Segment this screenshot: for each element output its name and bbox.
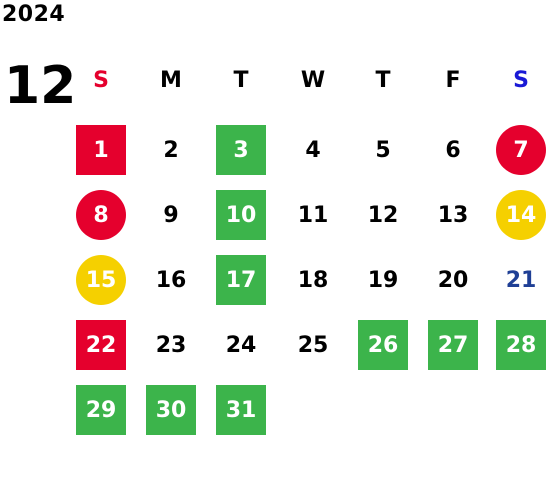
day-cell-19[interactable]: 19 (367, 267, 399, 293)
day-cell-3[interactable]: 3 (216, 125, 266, 175)
day-cell-17[interactable]: 17 (216, 255, 266, 305)
day-cell-30[interactable]: 30 (146, 385, 196, 435)
day-cell-8[interactable]: 8 (76, 190, 126, 240)
weekday-saturday: S (513, 68, 529, 93)
weekday-thursday: T (375, 68, 391, 93)
day-cell-13[interactable]: 13 (437, 202, 469, 228)
day-cell-24[interactable]: 24 (225, 332, 257, 358)
day-cell-26[interactable]: 26 (358, 320, 408, 370)
weekday-monday: M (160, 68, 182, 93)
weekday-friday: F (445, 68, 461, 93)
weekday-wednesday: W (300, 68, 326, 93)
day-cell-4[interactable]: 4 (305, 137, 321, 163)
day-cell-25[interactable]: 25 (297, 332, 329, 358)
weekday-tuesday: T (233, 68, 249, 93)
day-cell-27[interactable]: 27 (428, 320, 478, 370)
weekday-sunday: S (93, 68, 109, 93)
day-cell-31[interactable]: 31 (216, 385, 266, 435)
day-cell-21[interactable]: 21 (505, 267, 537, 293)
day-cell-9[interactable]: 9 (163, 202, 179, 228)
day-cell-5[interactable]: 5 (375, 137, 391, 163)
month-number: 12 (4, 56, 77, 116)
day-cell-14[interactable]: 14 (496, 190, 546, 240)
day-cell-22[interactable]: 22 (76, 320, 126, 370)
day-cell-23[interactable]: 23 (155, 332, 187, 358)
day-cell-1[interactable]: 1 (76, 125, 126, 175)
day-cell-20[interactable]: 20 (437, 267, 469, 293)
day-cell-29[interactable]: 29 (76, 385, 126, 435)
day-cell-2[interactable]: 2 (163, 137, 179, 163)
day-cell-18[interactable]: 18 (297, 267, 329, 293)
year-label: 2024 (2, 2, 66, 27)
day-cell-12[interactable]: 12 (367, 202, 399, 228)
day-cell-16[interactable]: 16 (155, 267, 187, 293)
day-cell-11[interactable]: 11 (297, 202, 329, 228)
day-cell-28[interactable]: 28 (496, 320, 546, 370)
day-cell-10[interactable]: 10 (216, 190, 266, 240)
day-cell-7[interactable]: 7 (496, 125, 546, 175)
day-cell-6[interactable]: 6 (445, 137, 461, 163)
day-cell-15[interactable]: 15 (76, 255, 126, 305)
